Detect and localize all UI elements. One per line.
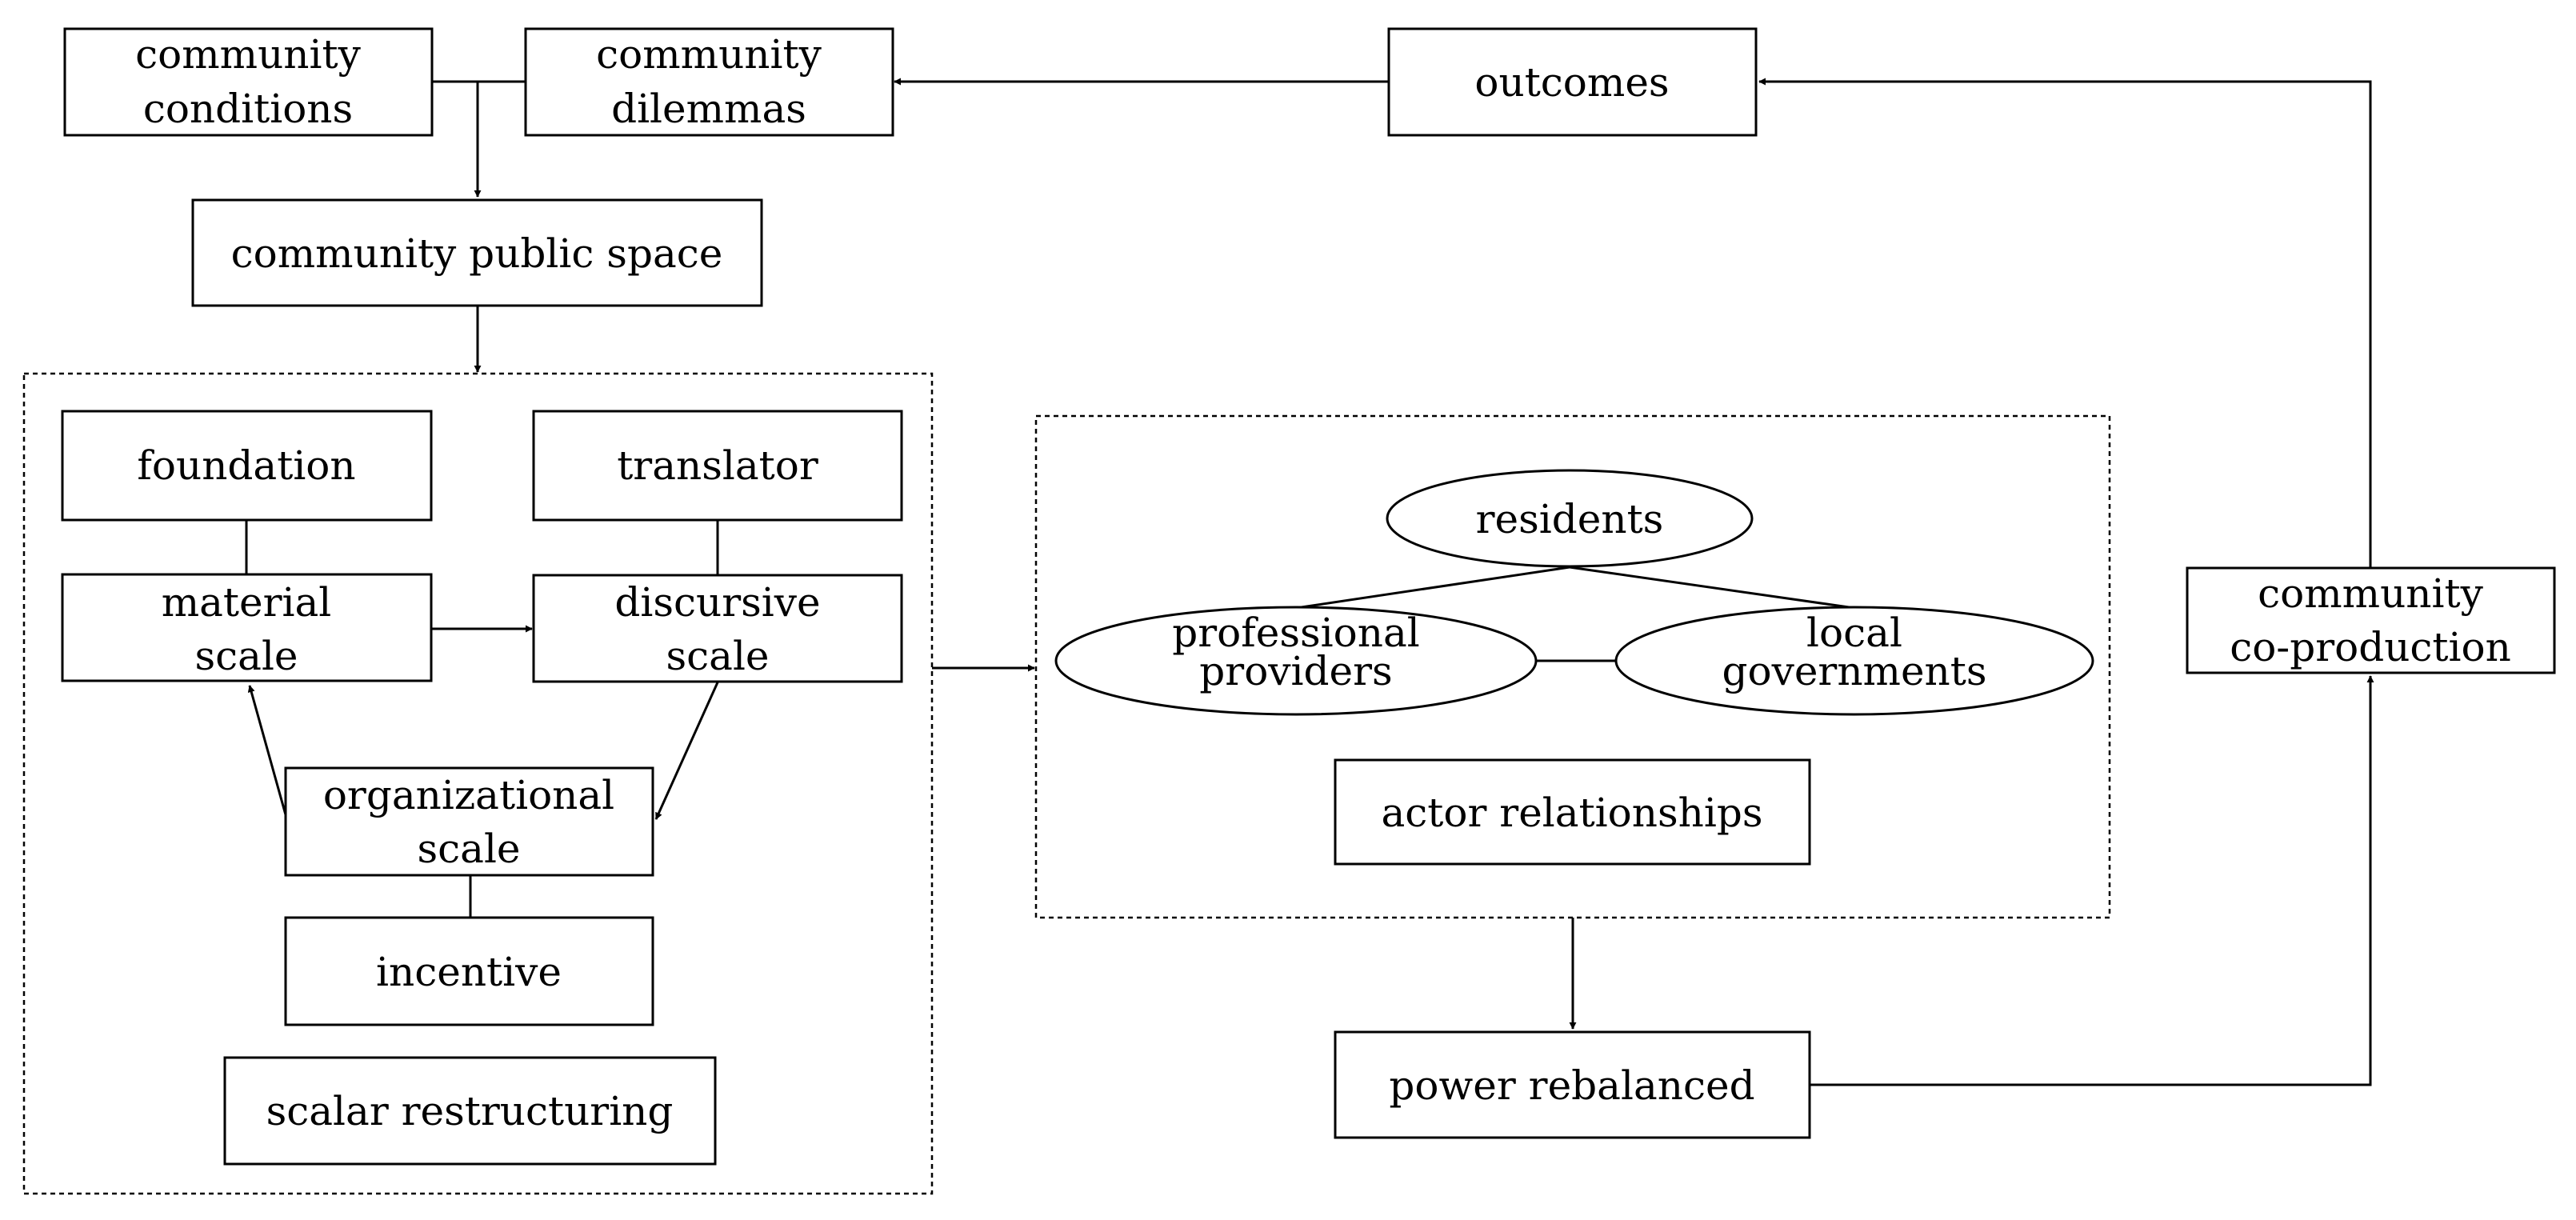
professional-providers-label-line2: providers — [1199, 648, 1392, 694]
organizational-scale-label-line1: organizational — [323, 772, 614, 818]
organizational-scale-label-line2: scale — [417, 826, 520, 872]
community-public-space-box: community public space — [191, 198, 763, 307]
residents-professional-link — [1295, 566, 1570, 610]
local-governments-label-line2: governments — [1722, 648, 1986, 694]
outcomes-box: outcomes — [1387, 27, 1758, 137]
community-public-space-label: community public space — [231, 230, 723, 277]
incentive-box: incentive — [284, 916, 654, 1026]
local-governments-label-line1: local — [1806, 610, 1902, 656]
discursive-scale-box: discursive scale — [532, 574, 903, 683]
organizational-scale-box: organizational scale — [284, 766, 654, 877]
power-to-coproduction-arrow — [1810, 675, 2374, 1086]
foundation-box: foundation — [61, 410, 433, 522]
actor-relationships-label: actor relationships — [1381, 790, 1762, 836]
community-conditions-label-line2: conditions — [143, 86, 353, 132]
discursive-scale-label-line1: discursive — [614, 579, 820, 626]
outcomes-label: outcomes — [1474, 59, 1669, 106]
coproduction-to-outcomes-arrow — [1758, 78, 2372, 568]
residents-governments-link — [1569, 566, 1855, 610]
professional-providers-label-line1: professional — [1172, 610, 1420, 656]
discursive-to-organizational-arrow — [654, 682, 719, 820]
community-dilemmas-label-line2: dilemmas — [611, 86, 806, 132]
actor-relationships-box: actor relationships — [1334, 758, 1811, 866]
community-conditions-box: community conditions — [63, 27, 434, 137]
incentive-label: incentive — [376, 949, 562, 995]
community-dilemmas-box: community dilemmas — [524, 27, 894, 137]
material-scale-label-line2: scale — [194, 633, 298, 679]
local-governments-node: local governments — [1614, 606, 2094, 716]
scalar-restructuring-box: scalar restructuring — [223, 1056, 717, 1166]
community-coproduction-box: community co-production — [2186, 566, 2556, 674]
scalar-restructuring-group — [22, 372, 934, 1195]
discursive-scale-label-line2: scale — [666, 633, 769, 679]
power-rebalanced-box: power rebalanced — [1334, 1030, 1811, 1139]
material-scale-box: material scale — [61, 573, 433, 682]
material-scale-label-line1: material — [162, 579, 332, 626]
connectors — [245, 78, 2374, 1086]
community-coproduction-label-line1: community — [2258, 570, 2483, 617]
organizational-to-material-arrow — [247, 685, 288, 818]
scalar-restructuring-label: scalar restructuring — [266, 1088, 674, 1134]
professional-providers-node: professional providers — [1054, 606, 1538, 716]
community-coproduction-label-line2: co-production — [2230, 624, 2511, 670]
community-dilemmas-label-line1: community — [596, 31, 822, 78]
residents-label: residents — [1476, 496, 1664, 542]
residents-node: residents — [1386, 469, 1754, 568]
translator-box: translator — [532, 410, 903, 522]
foundation-label: foundation — [137, 442, 355, 489]
translator-label: translator — [617, 442, 818, 489]
community-conditions-label-line1: community — [135, 31, 361, 78]
power-rebalanced-label: power rebalanced — [1389, 1062, 1754, 1109]
